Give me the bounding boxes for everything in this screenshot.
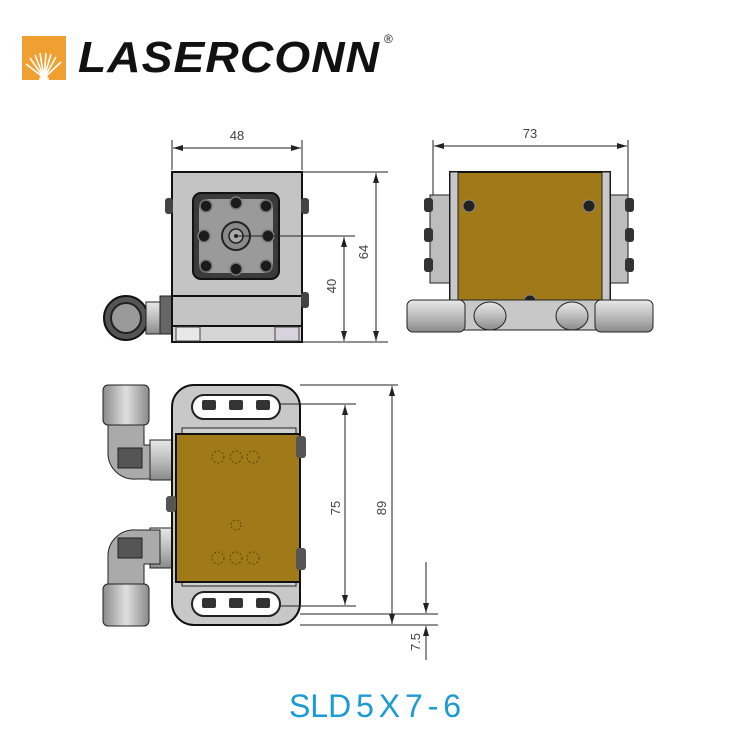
dim-top-offset: 7.5 [408, 633, 423, 651]
side-view: 73 [406, 126, 654, 333]
model-label: SLD 5 X 7 - 6 [288, 688, 462, 724]
brand-name: LASERCONN [78, 33, 381, 82]
brand-logo: LASERCONN ® [22, 32, 393, 80]
sunburst-logo-icon [22, 36, 66, 80]
registered-mark: ® [384, 32, 393, 46]
dim-side-width: 73 [523, 126, 537, 141]
dim-front-center-height: 40 [324, 279, 339, 293]
front-view: 48 64 40 [103, 128, 388, 343]
dim-top-outer-length: 89 [374, 501, 389, 515]
dim-front-height: 64 [356, 245, 371, 259]
top-view: 75 89 7.5 [102, 384, 438, 660]
dim-front-width: 48 [230, 128, 244, 143]
dim-top-inner-length: 75 [328, 501, 343, 515]
